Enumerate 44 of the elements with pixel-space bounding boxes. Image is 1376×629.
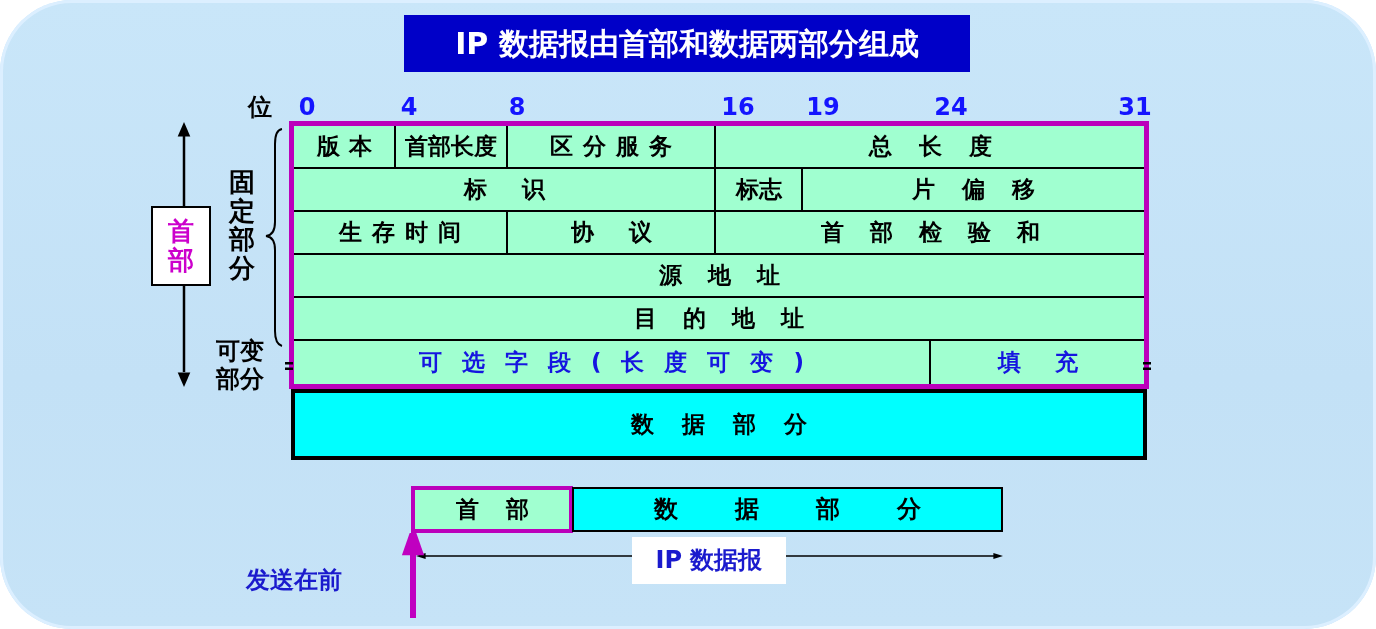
field-label: 片偏移 [911,176,1062,203]
field-label: 可选字段(长度可变) [418,349,824,376]
field-label: 协议 [569,219,687,246]
field-label: 数据部分 [652,495,978,524]
field-label: 标识 [462,176,580,203]
datagram-tag [632,537,786,584]
header-tag [151,206,211,286]
bit-number: 19 [805,92,841,122]
field-label: 首部长度 [405,133,497,160]
bit-number: 24 [933,92,969,122]
datagram-label: IP 数据报 [655,546,763,575]
tag-label: 首部 [168,217,194,275]
data-field [291,389,1147,460]
field-label: 生存时间 [337,219,471,246]
header-field [508,126,716,169]
field-label: 首部 [454,496,556,523]
section-label: 固定部分 [229,168,255,283]
bit-number: 4 [399,92,419,122]
section-label: 可变部分 [216,338,264,394]
note-label: 发送在前 [246,565,342,595]
header-segment [411,486,573,533]
bit-number: 31 [1117,92,1153,122]
header-field [396,126,508,169]
header-field [294,212,508,255]
field-label: 填充 [996,349,1112,376]
field-label: 目的地址 [633,305,830,332]
field-label: 区分服务 [549,133,682,160]
header-field [716,169,803,212]
field-label: 版本 [315,133,381,160]
bit-number: 0 [297,92,317,122]
header-field [294,169,716,212]
bit-axis-label: 位 [246,92,273,122]
field-label: 标志 [735,176,782,203]
diagram-title: IP 数据报由首部和数据两部分组成 [404,15,970,72]
header-field [508,212,716,255]
data-segment [572,487,1003,532]
field-label: 源地址 [657,262,806,289]
bit-number: 8 [507,92,527,122]
bit-number: 16 [720,92,756,122]
field-label: 总长度 [867,133,1019,160]
header-frame [289,121,1149,389]
field-label: 数据部分 [629,411,835,438]
header-field [294,126,396,169]
field-label: 首部检验和 [819,219,1066,246]
